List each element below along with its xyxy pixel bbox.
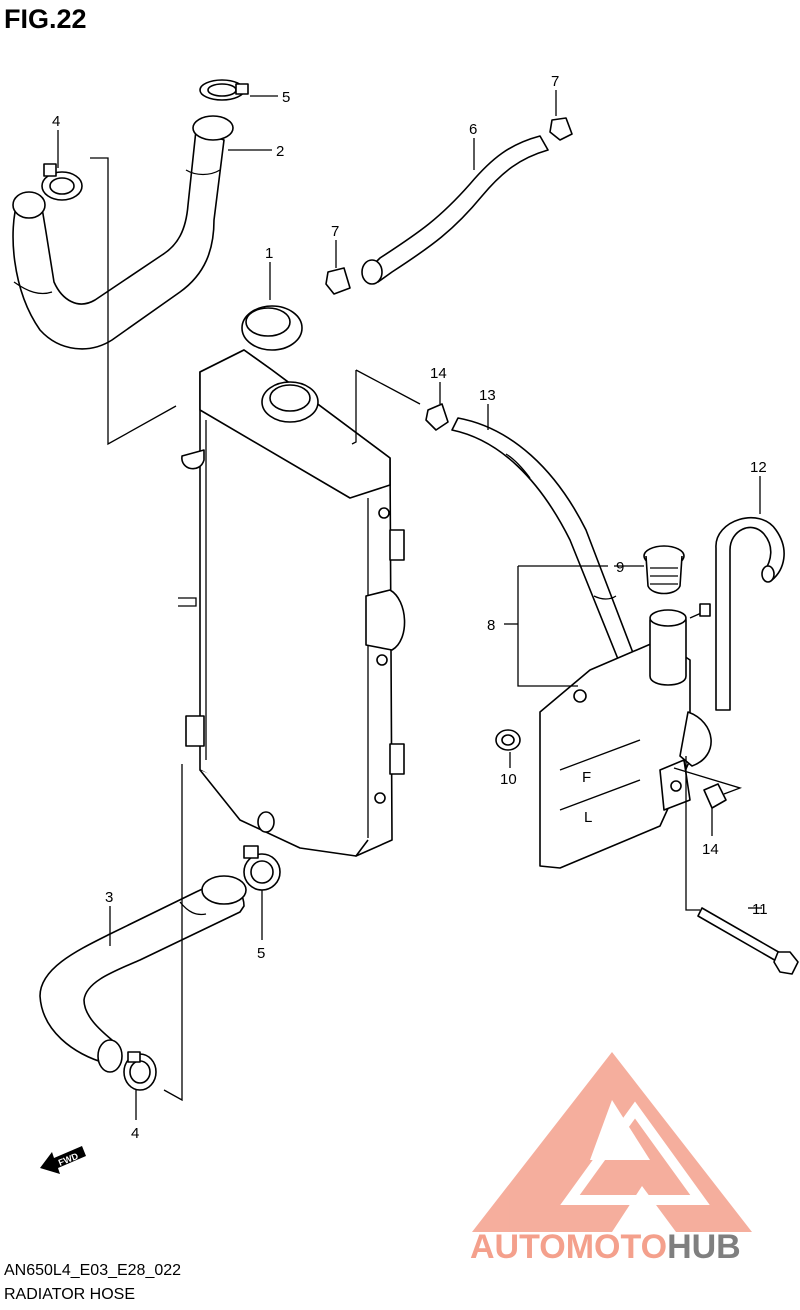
clip-14-lower: [703, 783, 727, 809]
fwd-label: FWD: [57, 1151, 80, 1168]
reservoir-hose-13: [451, 417, 640, 679]
callout-11: 11: [752, 901, 768, 918]
hose-clamp-lower-5: [243, 845, 281, 891]
reservoir-cap: [643, 545, 685, 595]
hose-end-upper: [192, 115, 234, 141]
callout-3: 3: [105, 889, 113, 906]
radiator-cap: [241, 305, 303, 351]
hose-clamp-upper-5: [199, 79, 249, 101]
callout-10: 10: [500, 771, 517, 788]
callout-4-lower: 4: [131, 1125, 139, 1142]
callout-6: 6: [469, 121, 477, 138]
watermark-text-part1: AUTOMOTOHUB: [470, 1228, 741, 1266]
lower-radiator-hose: [39, 875, 247, 1073]
hose-clamp-lower-4: [123, 1051, 157, 1091]
callout-7-lower: 7: [331, 223, 339, 240]
figure-title: FIG.22: [4, 4, 87, 34]
radiator-body: [178, 349, 406, 857]
callout-2: 2: [276, 143, 284, 160]
clip-7-upper: [549, 117, 573, 141]
watermark-hub: HUB: [667, 1228, 741, 1266]
clip-14-upper: [425, 403, 449, 431]
grommet-10: [495, 729, 521, 751]
callout-7-upper: 7: [551, 73, 559, 90]
breather-hose-12: [715, 516, 785, 711]
callout-13: 13: [479, 387, 496, 404]
clip-7-lower: [325, 267, 351, 295]
hose-clamp-upper-4: [41, 163, 83, 201]
callout-1: 1: [265, 245, 273, 262]
watermark-logo: [472, 1052, 752, 1232]
reservoir-tank: [539, 603, 712, 869]
callout-12: 12: [750, 459, 767, 476]
leader-lines: [57, 90, 762, 1120]
diagram-name: RADIATOR HOSE: [4, 1286, 135, 1303]
bolt-11: [697, 907, 799, 975]
overflow-hose-6: [361, 135, 549, 285]
upper-radiator-hose: [12, 115, 234, 350]
tank-low-mark: L: [584, 809, 592, 826]
callout-5-lower: 5: [257, 945, 265, 962]
callout-9: 9: [616, 559, 624, 576]
callout-14-lower: 14: [702, 841, 719, 858]
callout-8: 8: [487, 617, 495, 634]
callout-5-upper: 5: [282, 89, 290, 106]
diagram-code: AN650L4_E03_E28_022: [4, 1262, 182, 1279]
tank-full-mark: F: [582, 769, 591, 786]
callout-14-upper: 14: [430, 365, 447, 382]
watermark-automoto: AUTOMOTO: [470, 1228, 667, 1266]
fwd-arrow: FWD: [40, 1146, 86, 1174]
callout-4-upper: 4: [52, 113, 60, 130]
